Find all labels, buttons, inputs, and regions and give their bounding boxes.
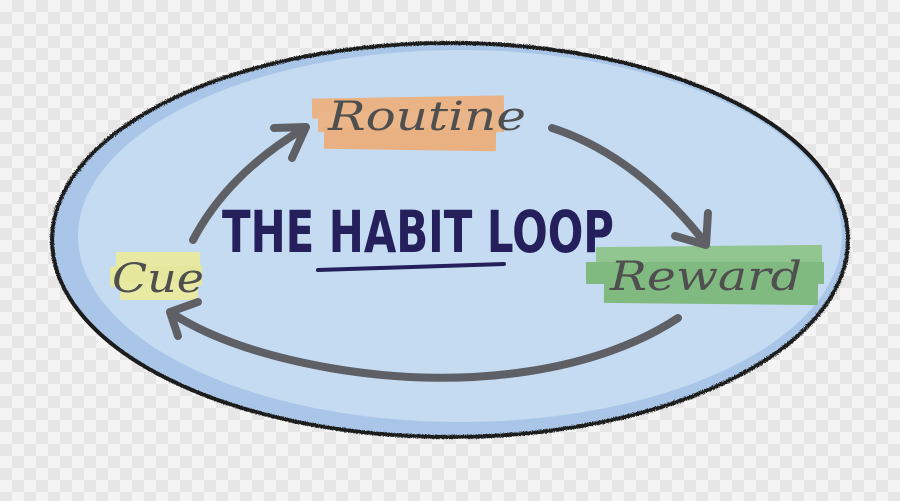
ellipse-outline — [50, 41, 850, 439]
node-label-cue: Cue — [112, 256, 204, 302]
arrow-reward-to-cue — [166, 298, 682, 382]
node-label-reward: Reward — [609, 254, 802, 300]
routine-highlight — [311, 95, 505, 152]
arrow-routine-to-reward — [548, 124, 712, 249]
cue-highlight — [109, 252, 203, 300]
arrow-cue-to-routine — [189, 123, 310, 244]
title-underline — [316, 262, 506, 272]
reward-highlight — [586, 244, 824, 306]
node-label-routine: Routine — [327, 94, 526, 140]
diagram-title: THE HABIT LOOP — [222, 198, 614, 266]
